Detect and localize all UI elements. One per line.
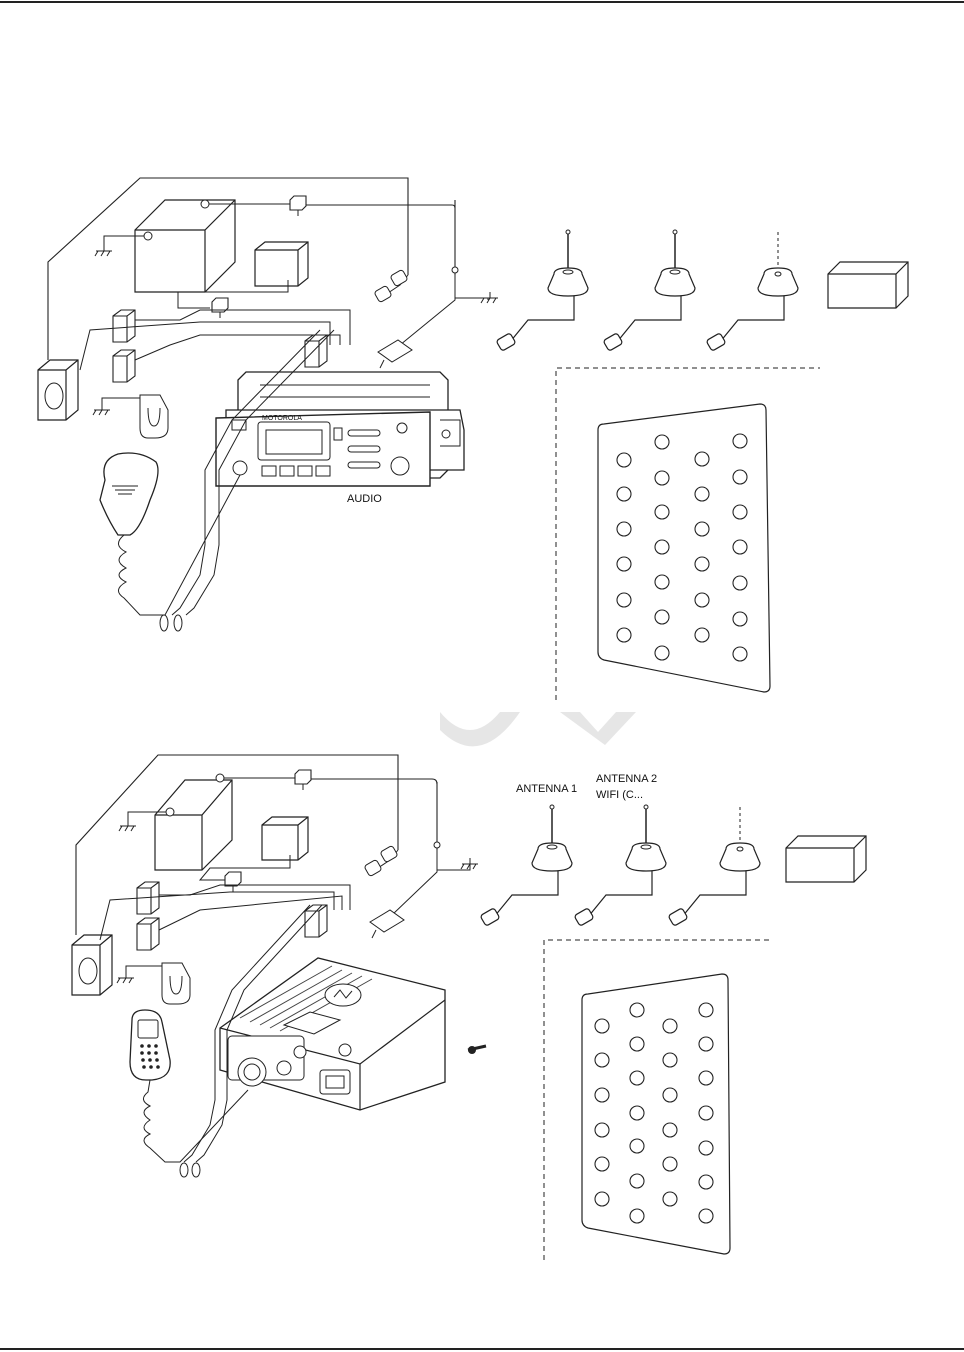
accessory-box bbox=[113, 350, 135, 382]
fuse-icon bbox=[290, 196, 306, 216]
watermark bbox=[440, 712, 636, 746]
control-head-radio: MOTOROLA bbox=[216, 372, 464, 486]
battery bbox=[155, 774, 232, 870]
antenna1-label: ANTENNA 1 bbox=[516, 783, 577, 795]
accessory-box bbox=[828, 262, 908, 308]
ground-icon bbox=[119, 820, 136, 831]
microphone bbox=[100, 453, 158, 535]
antenna-icon bbox=[574, 805, 666, 926]
fuse-icon bbox=[225, 872, 241, 892]
antenna-icon bbox=[603, 230, 695, 351]
brand-text: MOTOROLA bbox=[262, 415, 302, 422]
antenna-icon bbox=[668, 807, 760, 926]
connector-block bbox=[305, 905, 327, 937]
ignition-box bbox=[255, 242, 308, 286]
accessory-box bbox=[113, 310, 135, 342]
ground-icon bbox=[117, 972, 134, 983]
accessory-box bbox=[786, 836, 866, 882]
fuse-icon bbox=[295, 770, 311, 790]
battery bbox=[135, 200, 235, 292]
keypad-microphone bbox=[130, 1010, 170, 1080]
accessory-box bbox=[137, 918, 159, 950]
ground-icon bbox=[481, 292, 498, 303]
speaker-icon bbox=[38, 360, 78, 420]
remote-mount-radio bbox=[220, 958, 445, 1110]
ground-icon bbox=[93, 404, 110, 415]
antenna-icon bbox=[706, 232, 798, 351]
top-diagram: MOTOROLA AUDIO bbox=[38, 178, 908, 700]
ground-icon bbox=[95, 245, 112, 256]
bottom-diagram: ANTENNA 1 ANTENNA 2 WIFI (C... bbox=[72, 755, 866, 1260]
antenna-icon bbox=[480, 805, 572, 926]
antenna2-sub-label: WIFI (C... bbox=[596, 789, 643, 801]
audio-label: AUDIO bbox=[347, 493, 382, 505]
antenna2-label: ANTENNA 2 bbox=[596, 773, 657, 785]
speaker-icon bbox=[72, 935, 112, 995]
connector-block bbox=[305, 335, 327, 367]
antenna-icon bbox=[496, 230, 588, 351]
ignition-box bbox=[262, 817, 308, 860]
fuse-icon bbox=[212, 298, 228, 318]
